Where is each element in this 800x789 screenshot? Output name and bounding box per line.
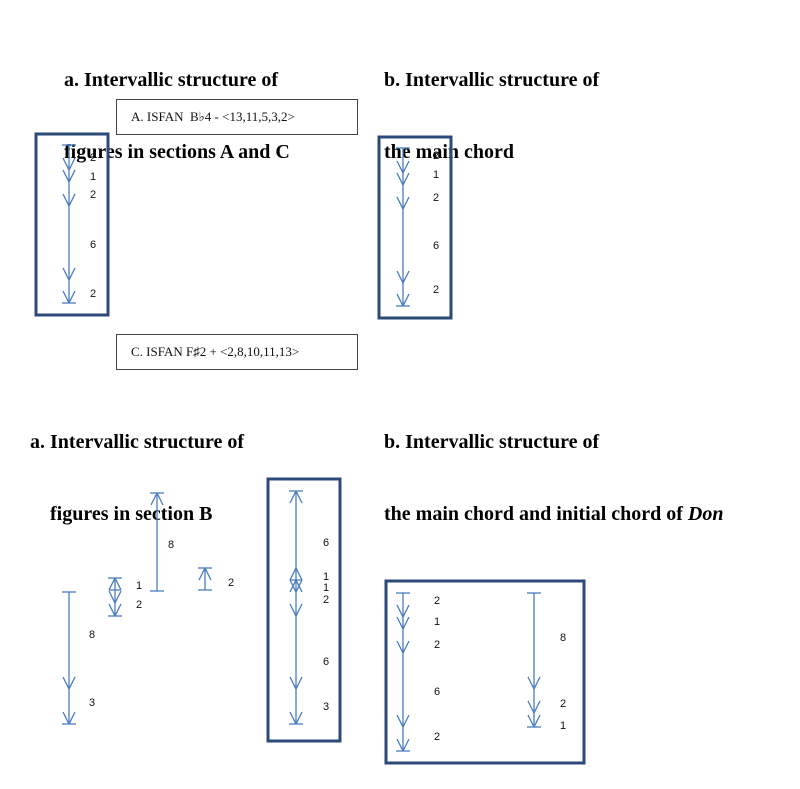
interval-arrows-section-b bbox=[62, 492, 212, 725]
section-c-label: C. ISFAN F♯2 + <2,8,10,11,13> bbox=[116, 334, 358, 370]
interval-number: 1 bbox=[323, 582, 329, 594]
interval-arrows-don-chord bbox=[527, 592, 541, 728]
interval-number: 2 bbox=[323, 594, 329, 606]
interval-number: 2 bbox=[433, 150, 439, 162]
heading-line: b. Intervallic structure of bbox=[384, 431, 600, 453]
heading-line: the main chord and initial chord of Don bbox=[384, 502, 724, 526]
interval-number: 2 bbox=[136, 599, 142, 611]
interval-number: 2 bbox=[433, 284, 439, 296]
interval-number: 6 bbox=[90, 239, 96, 251]
heading-line: b. Intervallic structure of bbox=[384, 69, 600, 91]
interval-number: 2 bbox=[434, 595, 440, 607]
interval-number: 1 bbox=[90, 171, 96, 183]
heading-line: figures in section B bbox=[50, 503, 213, 525]
interval-number: 2 bbox=[90, 152, 96, 164]
interval-number: 6 bbox=[433, 240, 439, 252]
interval-number: 2 bbox=[434, 639, 440, 651]
figure-frame bbox=[34, 132, 110, 317]
interval-number: 8 bbox=[89, 629, 95, 641]
interval-number: 1 bbox=[560, 720, 566, 732]
figure-frame bbox=[377, 135, 453, 320]
heading-b-main-and-don: b. Intervallic structure of the main cho… bbox=[384, 382, 724, 550]
heading-text: the main chord and initial chord of bbox=[384, 503, 688, 525]
interval-arrows-fig1 bbox=[62, 144, 76, 304]
interval-number: 2 bbox=[228, 577, 234, 589]
interval-number: 1 bbox=[136, 580, 142, 592]
interval-number: 2 bbox=[90, 288, 96, 300]
interval-number: 3 bbox=[89, 697, 95, 709]
interval-number: 2 bbox=[433, 192, 439, 204]
interval-number: 1 bbox=[433, 169, 439, 181]
heading-line: a. Intervallic structure of bbox=[64, 69, 279, 91]
figure-frame bbox=[266, 477, 342, 743]
interval-number: 8 bbox=[560, 632, 566, 644]
interval-arrows-fig2 bbox=[396, 147, 410, 307]
figure-frame bbox=[384, 579, 586, 765]
section-a-label: A. ISFAN B♭4 - <13,11,5,3,2> bbox=[116, 99, 358, 135]
interval-number: 6 bbox=[434, 686, 440, 698]
heading-a-section-b: a. Intervallic structure of figures in s… bbox=[30, 382, 244, 550]
interval-arrows-main-chord bbox=[396, 592, 410, 752]
interval-number: 1 bbox=[434, 616, 440, 628]
interval-number: 1 bbox=[323, 571, 329, 583]
heading-italic-don: Don bbox=[687, 503, 724, 525]
heading-line: the main chord bbox=[384, 141, 514, 163]
heading-line: figures in sections A and C bbox=[64, 141, 290, 163]
interval-number: 2 bbox=[434, 731, 440, 743]
interval-number: 3 bbox=[323, 701, 329, 713]
heading-line: a. Intervallic structure of bbox=[30, 431, 245, 453]
interval-number: 2 bbox=[560, 698, 566, 710]
interval-number: 2 bbox=[90, 189, 96, 201]
heading-a-sections-ac: a. Intervallic structure of figures in s… bbox=[64, 20, 290, 188]
heading-b-main-chord: b. Intervallic structure of the main cho… bbox=[384, 20, 599, 188]
interval-arrows-fig-b-box bbox=[289, 490, 303, 725]
interval-number: 8 bbox=[168, 539, 174, 551]
interval-number: 6 bbox=[323, 656, 329, 668]
interval-number: 6 bbox=[323, 537, 329, 549]
